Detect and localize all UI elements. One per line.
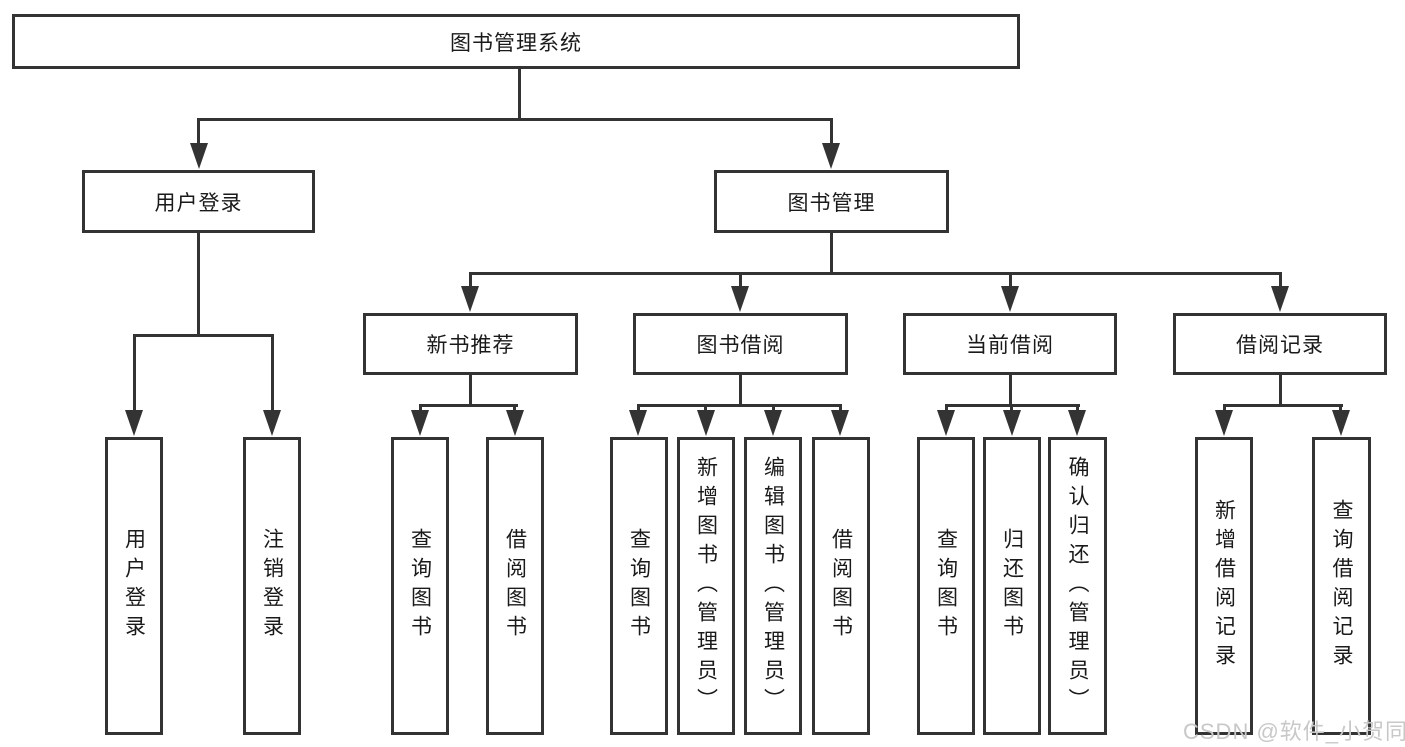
arrowhead-down	[190, 143, 208, 169]
node-borrowing-records: 借阅记录	[1173, 313, 1387, 375]
arrowhead-down	[822, 143, 840, 169]
connector	[469, 272, 472, 288]
leaf-query-borrow-record: 查询借阅记录	[1312, 437, 1371, 735]
connector	[419, 404, 422, 412]
arrowhead-down	[1003, 410, 1021, 436]
leaf-user-login: 用户登录	[105, 437, 163, 735]
arrowhead-down	[629, 410, 647, 436]
arrowhead-down	[937, 410, 955, 436]
arrowhead-down	[697, 410, 715, 436]
connector	[1076, 404, 1079, 412]
node-label: 图书管理系统	[450, 31, 582, 55]
csdn-watermark: CSDN @软件_小贺同学	[1183, 719, 1405, 744]
node-new-book-recommendation: 新书推荐	[363, 313, 578, 375]
connector	[1279, 272, 1282, 288]
connector	[945, 404, 948, 412]
node-label: 查询图书	[627, 528, 651, 644]
leaf-add-borrow-record: 新增借阅记录	[1195, 437, 1253, 735]
connector	[704, 404, 707, 412]
leaf-return-books: 归还图书	[983, 437, 1041, 735]
node-current-borrowing: 当前借阅	[903, 313, 1117, 375]
node-root-system: 图书管理系统	[12, 14, 1020, 69]
node-book-management-branch: 图书管理	[714, 170, 949, 233]
connector	[1339, 404, 1342, 412]
arrowhead-down	[125, 410, 143, 436]
connector	[133, 334, 274, 337]
connector	[197, 118, 833, 121]
leaf-query-books-current: 查询图书	[917, 437, 975, 735]
arrowhead-down	[1001, 286, 1019, 312]
leaf-borrow-books-recommend: 借阅图书	[486, 437, 544, 735]
arrowhead-down	[1332, 410, 1350, 436]
node-label: 查询图书	[934, 528, 958, 644]
connector	[772, 404, 775, 412]
node-label: 用户登录	[154, 191, 243, 215]
arrowhead-down	[764, 410, 782, 436]
connector	[830, 231, 833, 275]
connector	[271, 334, 274, 410]
arrowhead-down	[263, 410, 281, 436]
arrowhead-down	[1215, 410, 1233, 436]
connector	[197, 118, 200, 145]
node-label: 借阅图书	[503, 528, 527, 644]
node-label: 注销登录	[260, 528, 284, 644]
connector	[637, 404, 640, 412]
connector	[1223, 404, 1226, 412]
connector	[1279, 373, 1282, 404]
connector	[1009, 272, 1012, 288]
connector	[839, 404, 842, 412]
connector	[739, 272, 742, 288]
node-book-borrowing: 图书借阅	[633, 313, 848, 375]
node-label: 编辑图书（管理员）	[761, 455, 785, 717]
node-label: 用户登录	[122, 528, 146, 644]
leaf-add-books-admin: 新增图书（管理员）	[677, 437, 735, 735]
connector	[469, 272, 1282, 275]
connector	[197, 231, 200, 336]
arrowhead-down	[461, 286, 479, 312]
node-label: 当前借阅	[966, 334, 1054, 357]
node-label: 新增图书（管理员）	[694, 455, 718, 717]
connector	[518, 67, 521, 120]
node-user-login-branch: 用户登录	[82, 170, 315, 233]
connector	[133, 334, 136, 410]
arrowhead-down	[831, 410, 849, 436]
node-label: 新增借阅记录	[1212, 499, 1236, 673]
connector	[469, 373, 472, 404]
leaf-logout: 注销登录	[243, 437, 301, 735]
leaf-query-books-recommend: 查询图书	[391, 437, 449, 735]
node-label: 图书管理	[787, 191, 876, 215]
connector	[637, 404, 842, 407]
node-label: 借阅记录	[1236, 334, 1324, 357]
connector	[1009, 373, 1012, 404]
connector	[830, 118, 833, 145]
node-label: 查询借阅记录	[1330, 499, 1353, 673]
node-label: 确认归还（管理员）	[1066, 455, 1089, 717]
node-label: 图书借阅	[696, 334, 785, 357]
connector	[1010, 404, 1013, 412]
connector	[1223, 404, 1343, 407]
node-label: 查询图书	[408, 528, 432, 644]
leaf-confirm-return-admin: 确认归还（管理员）	[1048, 437, 1107, 735]
arrowhead-down	[1271, 286, 1289, 312]
connector	[513, 404, 516, 412]
arrowhead-down	[1068, 410, 1086, 436]
node-label: 归还图书	[1000, 528, 1024, 644]
connector	[419, 404, 518, 407]
arrowhead-down	[731, 286, 749, 312]
arrowhead-down	[506, 410, 524, 436]
node-label: 新书推荐	[426, 334, 515, 357]
leaf-edit-books-admin: 编辑图书（管理员）	[744, 437, 802, 735]
leaf-query-books-borrowing: 查询图书	[610, 437, 668, 735]
connector	[739, 373, 742, 404]
leaf-borrow-books: 借阅图书	[812, 437, 870, 735]
node-label: 借阅图书	[829, 528, 853, 644]
arrowhead-down	[411, 410, 429, 436]
